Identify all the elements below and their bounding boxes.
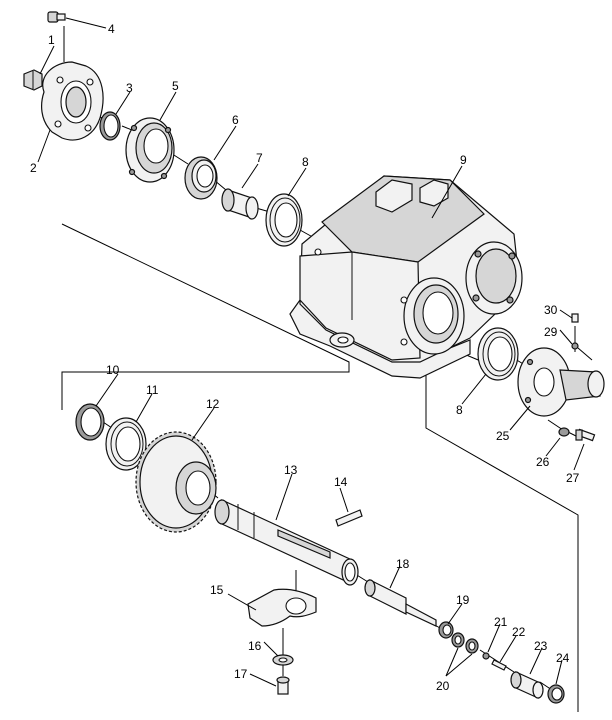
part-10-snap-ring: [75, 403, 105, 441]
callout-23: 23: [534, 639, 548, 653]
callout-21: 21: [494, 615, 508, 629]
callout-29: 29: [544, 325, 558, 339]
part-6-oil-seal: [184, 156, 218, 200]
callout-4: 4: [108, 22, 115, 36]
part-20-washers: [451, 632, 479, 654]
callout-1: 1: [48, 33, 55, 47]
callout-9: 9: [460, 153, 467, 167]
callout-27: 27: [566, 471, 580, 485]
callout-18: 18: [396, 557, 410, 571]
callout-17: 17: [234, 667, 248, 681]
part-4-screw: [47, 11, 66, 23]
part-21-ball: [482, 652, 490, 660]
callout-8-upper: 8: [302, 155, 309, 169]
part-15-fork: [247, 588, 317, 627]
part-22-pin: [491, 659, 507, 671]
part-26-washer: [558, 427, 570, 437]
callout-30: 30: [544, 303, 558, 317]
part-5-seal-housing: [125, 117, 175, 183]
callout-22: 22: [512, 625, 526, 639]
part-23-sleeve: [510, 671, 544, 699]
part-30-screw: [571, 313, 579, 323]
callout-24: 24: [556, 651, 570, 665]
callout-19: 19: [456, 593, 470, 607]
part-24-o-ring: [547, 684, 565, 704]
part-13-shaft: [214, 499, 359, 586]
callout-7: 7: [256, 151, 263, 165]
callout-5: 5: [172, 79, 179, 93]
callout-2: 2: [30, 161, 37, 175]
callout-labels: 1 2 3 4 5 6 7 8 8 9 10 11 12 13 14 15 16…: [30, 22, 580, 693]
callout-15: 15: [210, 583, 224, 597]
part-27-bolt: [575, 428, 596, 442]
callout-13: 13: [284, 463, 298, 477]
callout-10: 10: [106, 363, 120, 377]
part-29-washer: [571, 342, 579, 350]
callout-25: 25: [496, 429, 510, 443]
part-17-bolt: [276, 676, 290, 695]
callout-12: 12: [206, 397, 220, 411]
callout-8-lower: 8: [456, 403, 463, 417]
part-25-end-flange: [517, 347, 605, 417]
part-8-bearing-lower: [477, 327, 519, 381]
part-1-bolt: [23, 69, 43, 91]
part-16-washer: [272, 654, 294, 666]
part-18-shaft: [364, 579, 437, 627]
part-14-pin: [335, 509, 363, 527]
part-9-gearbox-housing: [289, 175, 523, 379]
part-19-snap-ring: [438, 621, 454, 639]
callout-3: 3: [126, 81, 133, 95]
part-7-sleeve: [221, 188, 259, 220]
callout-6: 6: [232, 113, 239, 127]
callout-11: 11: [146, 383, 159, 397]
part-12-gear: [135, 431, 217, 533]
callout-14: 14: [334, 475, 348, 489]
callout-26: 26: [536, 455, 550, 469]
part-8-bearing-upper: [265, 193, 303, 247]
part-11-bearing: [105, 417, 147, 471]
part-3-o-ring: [99, 111, 121, 141]
leader-lines: [37, 17, 585, 687]
callout-16: 16: [248, 639, 262, 653]
part-2-flange: [41, 61, 104, 141]
callout-20: 20: [436, 679, 450, 693]
